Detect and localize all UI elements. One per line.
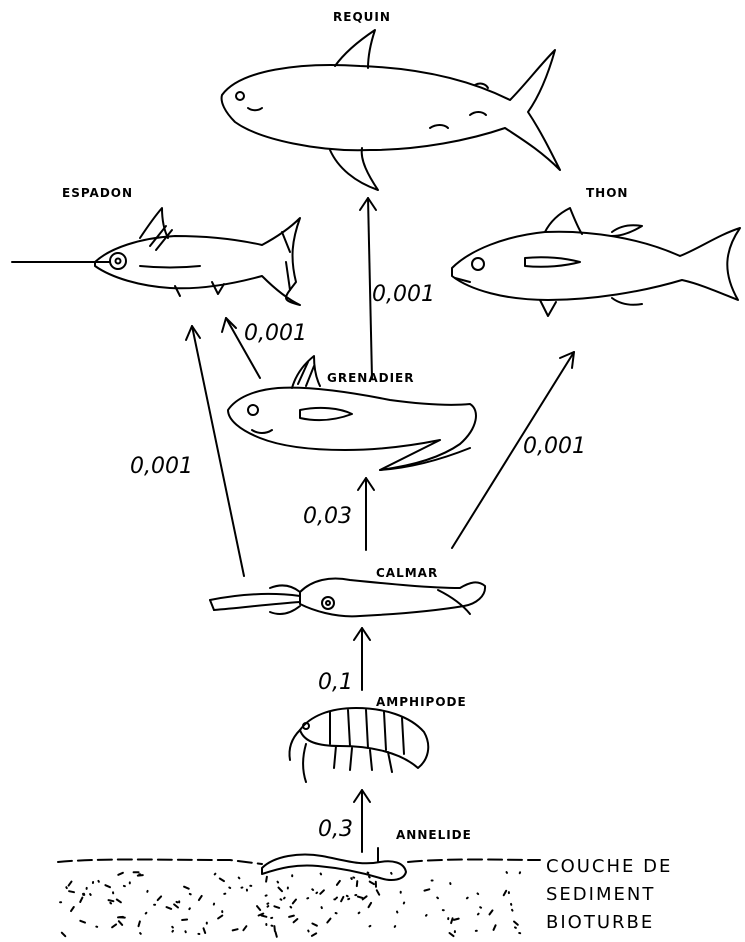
label-requin: REQUIN [333, 10, 391, 24]
coef-grenadier-espadon: 0,001 [244, 321, 307, 346]
sediment-dots [60, 872, 520, 937]
coef-calmar-espadon: 0,001 [130, 454, 193, 479]
swordfish-icon [12, 208, 300, 305]
label-amphipode: AMPHIPODE [376, 695, 467, 709]
amphipod-icon [289, 708, 428, 782]
coef-annelide-amphipode: 0,3 [318, 817, 353, 842]
label-grenadier: GRENADIER [327, 371, 414, 385]
shark-icon [222, 30, 560, 190]
squid-icon [210, 579, 485, 617]
coef-calmar-grenadier: 0,03 [303, 504, 352, 529]
tuna-icon [452, 208, 740, 316]
coef-amphipode-calmar: 0,1 [318, 670, 353, 695]
label-annelide: ANNELIDE [396, 828, 472, 842]
sediment-layer [58, 860, 540, 865]
sediment-label-line1: COUCHE DE [546, 856, 672, 877]
sediment-label-line2: SEDIMENT [546, 884, 655, 905]
label-thon: THON [586, 186, 628, 200]
coef-calmar-thon: 0,001 [523, 434, 586, 459]
coef-grenadier-requin: 0,001 [372, 282, 435, 307]
sediment-label-line3: BIOTURBE [546, 912, 654, 933]
annelid-worm-icon [262, 848, 406, 880]
arrow-calmar-espadon [192, 326, 244, 576]
label-espadon: ESPADON [62, 186, 133, 200]
label-calmar: CALMAR [376, 566, 438, 580]
